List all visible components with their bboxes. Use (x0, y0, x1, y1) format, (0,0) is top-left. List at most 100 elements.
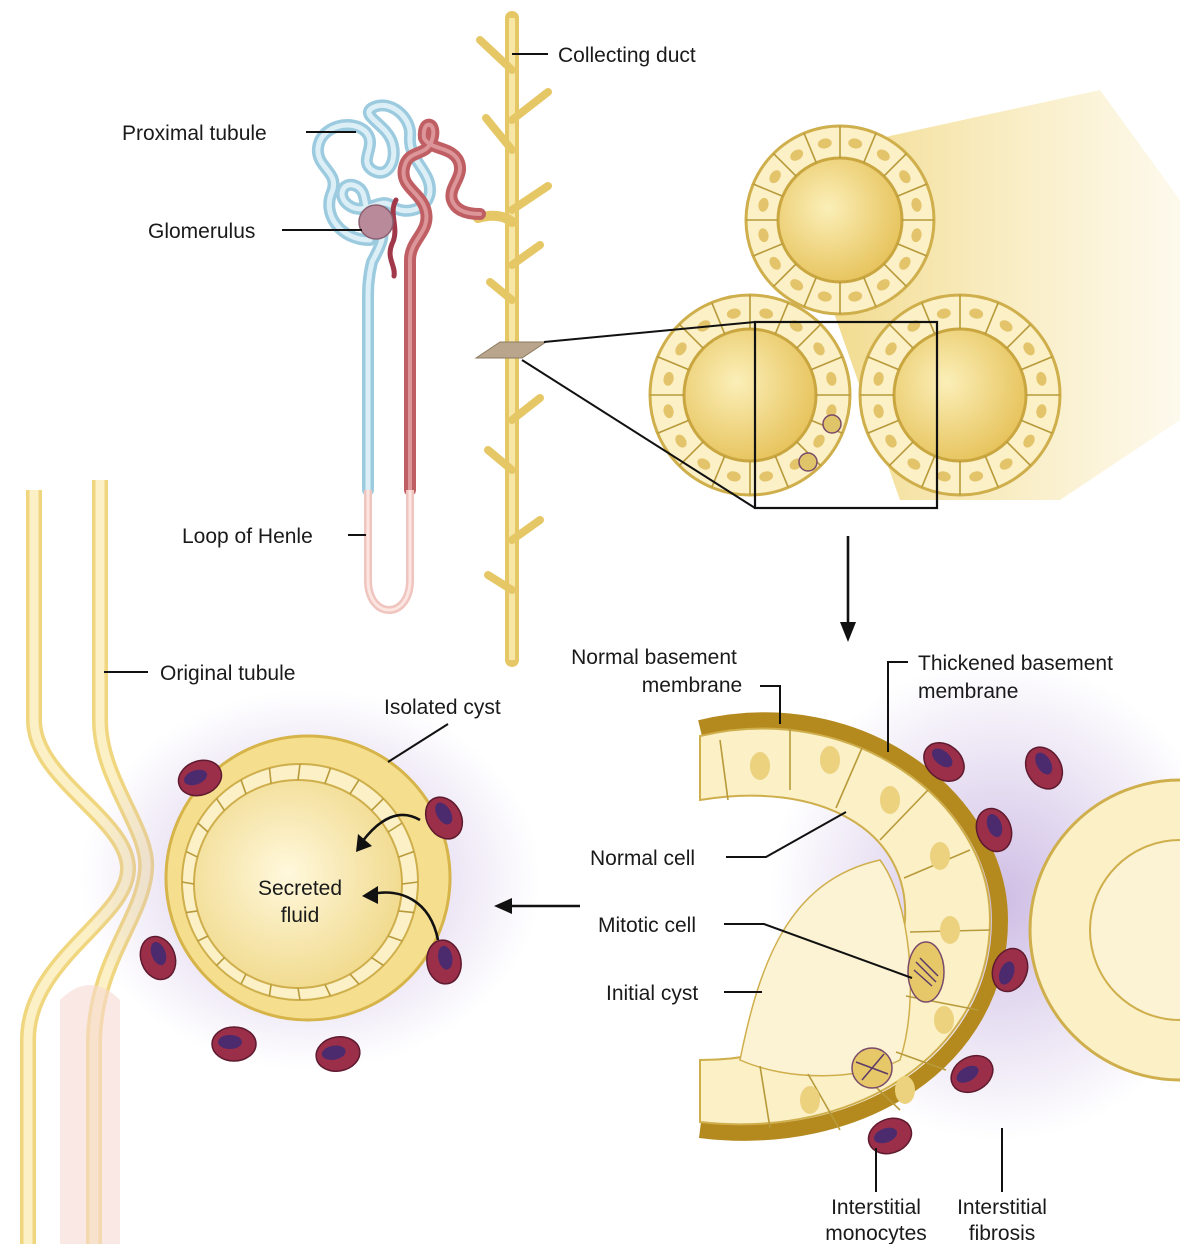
cell-wall (349, 973, 360, 985)
cell-nucleus (876, 149, 890, 161)
cell-wall (803, 276, 818, 308)
monocyte-nucleus (1035, 752, 1053, 775)
cell-wall (862, 276, 877, 308)
label-interstitial-fibrosis-2: fibrosis (969, 1222, 1036, 1244)
cell-nucleus (663, 404, 674, 419)
label-proximal-tubule: Proximal tubule (122, 122, 267, 145)
label-secreted-fluid-2: fluid (281, 904, 320, 927)
monocyte-nucleus (956, 1065, 979, 1083)
cell-wall (772, 152, 797, 177)
cell-wall (185, 910, 198, 914)
cell-nucleus (759, 308, 774, 319)
label-collecting-duct: Collecting duct (558, 44, 696, 67)
monocyte-nucleus (438, 945, 453, 970)
cell-wall (807, 1073, 841, 1131)
cell-wall (398, 850, 415, 858)
cell-nucleus (880, 786, 900, 814)
cell-wall (879, 789, 929, 841)
epithelial-cell-walls (719, 728, 991, 1131)
cell-nucleus (820, 746, 840, 774)
cell-wall (752, 242, 784, 257)
cell-wall (774, 455, 790, 488)
mitotic-cell (851, 941, 945, 1089)
initial-cyst-section (698, 712, 1009, 1141)
cell-wall (1020, 419, 1053, 435)
cell-wall (324, 767, 332, 784)
monocyte-nucleus (435, 802, 453, 825)
cell-nucleus (899, 256, 911, 270)
cell-wall (883, 263, 908, 288)
cyst-monocytes (139, 759, 464, 1072)
cell-wall (398, 910, 415, 914)
cell-wall (895, 1051, 947, 1071)
monocyte (211, 1026, 257, 1062)
monocyte (867, 1117, 913, 1155)
cell-nucleus (1023, 342, 1035, 356)
cell-wall (862, 132, 877, 164)
cell-wall (888, 323, 914, 349)
cell-wall (774, 302, 790, 335)
cell-nucleus (758, 228, 769, 243)
cell-nucleus (885, 434, 897, 448)
cell-nucleus (911, 197, 922, 212)
cell-nucleus (936, 471, 951, 482)
cell-nucleus (826, 371, 837, 386)
label-interstitial-fibrosis-1: Interstitial (957, 1196, 1047, 1219)
monocyte (139, 935, 177, 981)
monocyte-nucleus (931, 748, 953, 768)
loop-of-henle (364, 490, 414, 614)
monocyte-nucleus (150, 942, 167, 966)
label-normal-bm-2: membrane (642, 674, 742, 697)
cell-nucleus (800, 1086, 820, 1114)
label-interstitial-monocytes-2: monocytes (825, 1222, 927, 1244)
initial-cyst-lumen (739, 859, 912, 1077)
tubule-cell-walls (650, 126, 1060, 495)
cell-nucleus (759, 471, 774, 482)
cell-wall (835, 747, 863, 809)
cell-wall (657, 355, 690, 371)
cell-nucleus (936, 308, 951, 319)
cell-nucleus (934, 1006, 954, 1034)
cell-wall (719, 739, 729, 801)
cell-nucleus (999, 458, 1013, 470)
cell-nucleus (813, 342, 825, 356)
cell-nucleus (663, 371, 674, 386)
cell-wall (371, 956, 384, 967)
isolated-cyst (164, 734, 452, 1022)
cell-nucleus (873, 371, 884, 386)
cell-wall (867, 355, 900, 371)
cell-nucleus (697, 458, 711, 470)
cell-nucleus (907, 320, 921, 332)
left-arrow (494, 898, 580, 914)
cell-wall (215, 798, 226, 811)
cell-wall (984, 302, 1000, 335)
zoom-box (753, 320, 939, 510)
label-loop-of-henle: Loop of Henle (182, 525, 313, 548)
cell-nucleus (758, 197, 769, 212)
cell-nucleus (876, 279, 890, 291)
label-original-tubule: Original tubule (160, 662, 295, 685)
cell-nucleus (940, 916, 960, 944)
cell-nucleus (930, 842, 950, 870)
cell-nucleus (848, 138, 863, 149)
cell-wall (349, 779, 360, 795)
cell-wall (803, 132, 818, 164)
cell-nucleus (848, 291, 863, 302)
label-normal-cell: Normal cell (590, 847, 695, 870)
cell-nucleus (769, 170, 781, 184)
cell-wall (181, 881, 195, 885)
monocyte-nucleus (998, 961, 1015, 985)
cell-nucleus (790, 279, 804, 291)
cyst-cell-walls (181, 763, 419, 1001)
cell-wall (387, 822, 403, 833)
cell-nucleus (789, 320, 803, 332)
label-interstitial-monocytes-1: Interstitial (831, 1196, 921, 1219)
cell-wall (920, 455, 936, 488)
cell-nucleus (911, 228, 922, 243)
cell-nucleus (726, 308, 741, 319)
cell-nucleus (817, 138, 832, 149)
glomerulus (358, 204, 394, 240)
label-mitotic-cell: Mitotic cell (598, 914, 696, 937)
cell-wall (984, 455, 1000, 488)
